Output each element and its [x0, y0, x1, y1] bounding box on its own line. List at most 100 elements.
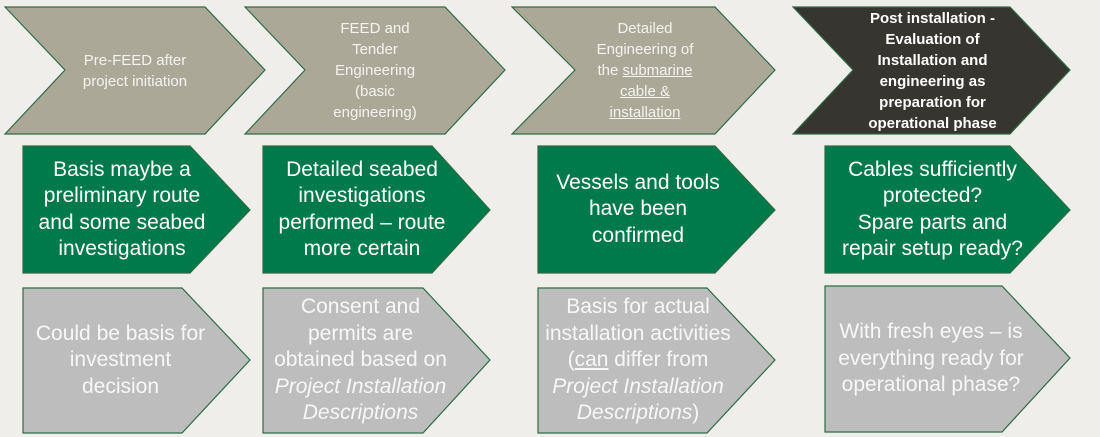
text-line: preliminary route [44, 183, 200, 210]
text-segment: preparation for [879, 93, 986, 111]
text-line: have been [589, 196, 687, 223]
text-line: repair setup ready? [842, 236, 1023, 263]
text-segment: Post installation - [869, 9, 995, 27]
text-segment: Descriptions [576, 401, 693, 425]
text-segment: Engineering of [596, 41, 694, 58]
text-line: Basis for actual [566, 294, 710, 321]
text-segment: Basis for actual [566, 295, 710, 319]
outcome-arrow-3 [537, 287, 776, 434]
text-segment: Detailed seabed [286, 157, 438, 181]
text-segment: preliminary route [43, 184, 201, 207]
text-line: Project Installation [275, 374, 447, 401]
text-segment: Spare parts and [857, 210, 1008, 234]
text-segment: obtained based on [274, 348, 447, 372]
text-line: Installation and [877, 50, 987, 71]
outcome-arrow-4 [824, 285, 1071, 433]
text-line: the submarine [597, 60, 692, 81]
text-segment: Project Installation [274, 374, 447, 398]
text-segment: Project Installation [552, 374, 724, 398]
text-segment: Basis maybe a [53, 157, 191, 181]
basis-arrow-2 [262, 145, 491, 274]
text-line: more certain [304, 236, 421, 263]
text-segment: decision [81, 374, 160, 398]
text-segment: investigations [58, 237, 186, 260]
text-line: permits are [308, 321, 413, 348]
text-segment: confirmed [591, 223, 685, 247]
text-segment: Descriptions [302, 401, 419, 425]
text-segment: Pre-FEED after [83, 51, 187, 69]
text-line: protected? [883, 183, 982, 210]
basis-arrow-3 [537, 145, 776, 274]
text-segment: everything ready for [838, 346, 1024, 370]
text-line: investigations [58, 236, 185, 263]
outcome-row [22, 285, 1071, 434]
outcome-arrow-2 [262, 287, 491, 434]
text-line: Could be basis for [36, 321, 205, 348]
text-line: investment [70, 347, 172, 374]
text-segment: more certain [303, 237, 421, 260]
text-line: obtained based on [274, 347, 447, 374]
text-segment: installation activities [545, 321, 731, 345]
text-segment: project initiation [82, 72, 188, 90]
text-line: Consent and [301, 294, 420, 321]
text-segment: investigations [298, 184, 426, 207]
text-segment: Tender [352, 41, 398, 58]
phase-chevron-1 [3, 6, 266, 135]
text-line: project initiation [83, 71, 187, 92]
text-segment: Evaluation of [885, 30, 980, 48]
text-line: Pre-FEED after [84, 50, 187, 71]
text-line: Detailed [617, 18, 672, 39]
text-line: operational phase [868, 113, 996, 134]
text-segment: Consent and [300, 295, 421, 319]
phase-chevron-2 [243, 6, 506, 135]
basis-text-2: Detailed seabed investigations performed –… [263, 146, 461, 273]
text-segment: With fresh eyes – is [839, 320, 1023, 344]
text-segment: repair setup ready? [842, 237, 1023, 260]
text-line: performed – route [279, 210, 446, 237]
text-line: Spare parts and [858, 210, 1007, 237]
text-segment: the [597, 62, 623, 79]
text-line: (basic [355, 81, 395, 102]
basis-row [22, 145, 1071, 274]
text-line: investigations [298, 183, 425, 210]
text-line: installation activities [545, 321, 731, 348]
text-segment: operational phase [868, 114, 997, 132]
text-line: Descriptions) [577, 400, 700, 427]
text-segment: Installation and [877, 51, 988, 69]
text-segment: performed – route [278, 210, 446, 234]
text-line: Descriptions [303, 400, 419, 427]
text-segment: engineering as [879, 72, 986, 90]
text-segment: have been [588, 197, 688, 221]
text-segment: investment [69, 348, 172, 372]
text-line: operational phase? [842, 372, 1021, 399]
text-line: engineering as [880, 71, 986, 92]
text-line: FEED and [340, 18, 409, 39]
text-segment: operational phase? [841, 373, 1021, 397]
text-line: Post installation - [870, 8, 995, 29]
text-line: decision [82, 374, 159, 401]
text-segment: protected? [882, 184, 983, 207]
text-line: and some seabed [39, 210, 206, 237]
text-segment: Detailed [617, 20, 673, 37]
text-line: Tender [352, 39, 398, 60]
outcome-arrow-1 [22, 287, 251, 434]
phase-label-1: Pre-FEED after project initiation [70, 7, 200, 134]
text-segment: differ from [608, 348, 709, 372]
text-segment: cable & [619, 83, 671, 100]
text-line: Engineering of [597, 39, 694, 60]
phase-label-4: Post installation - Evaluation of Installa… [855, 7, 1010, 134]
basis-arrow-4 [824, 145, 1071, 274]
text-segment: Could be basis for [35, 321, 206, 345]
text-segment: Vessels and tools [556, 170, 720, 194]
text-line: Engineering [335, 60, 415, 81]
phase-chevron-3 [510, 6, 776, 135]
text-segment: installation [609, 104, 681, 121]
text-line: Project Installation [552, 374, 724, 401]
